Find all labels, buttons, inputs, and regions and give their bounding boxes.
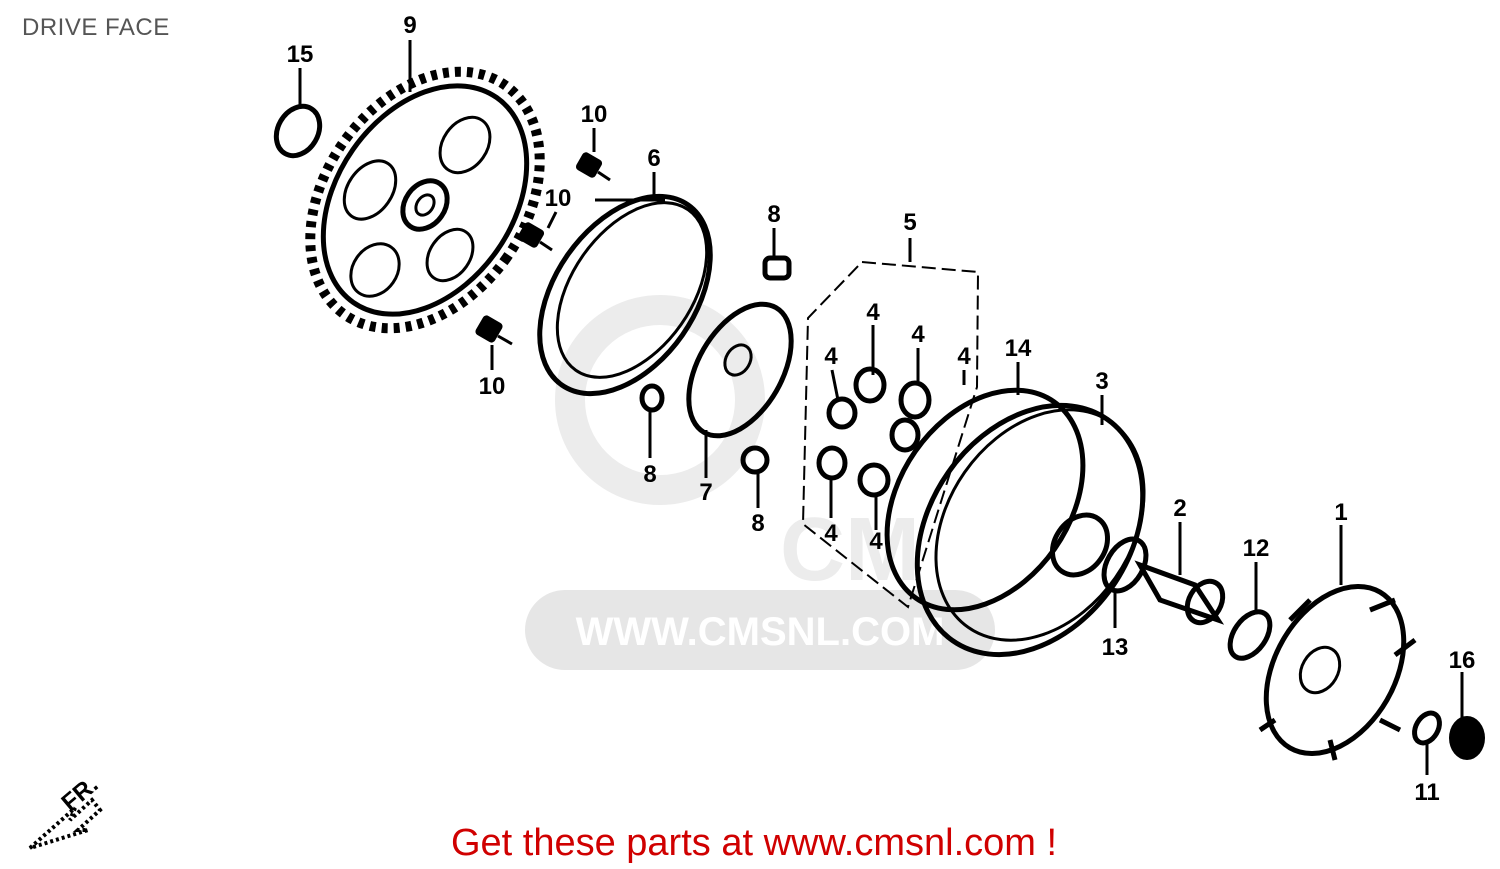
part-5-roller-set[interactable] (801, 260, 980, 609)
page-title: DRIVE FACE (22, 14, 170, 41)
part-2-collar[interactable] (1134, 560, 1230, 629)
callout-11: 11 (1414, 779, 1439, 806)
part-8-slider-left[interactable] (639, 383, 665, 413)
part-8-slider-bottom[interactable] (740, 445, 770, 475)
callout-4-f: 4 (869, 528, 883, 555)
part-11-washer[interactable] (1409, 709, 1444, 748)
callout-10-bottom: 10 (479, 373, 506, 400)
callout-16: 16 (1449, 647, 1476, 674)
callout-3: 3 (1095, 368, 1108, 395)
part-12-washer[interactable] (1222, 605, 1278, 666)
callout-2: 2 (1173, 495, 1186, 522)
callout-5: 5 (903, 209, 916, 236)
callout-4-d: 4 (957, 343, 971, 370)
svg-text:CM: CM (780, 500, 920, 600)
callout-10-middle: 10 (545, 185, 572, 212)
part-15-o-ring[interactable] (268, 98, 329, 163)
callout-9: 9 (403, 12, 416, 39)
part-13-seal[interactable] (1095, 532, 1154, 598)
part-10-bolt-middle[interactable] (516, 221, 553, 252)
callout-4-b: 4 (911, 321, 925, 348)
callout-12: 12 (1243, 535, 1270, 562)
callout-14: 14 (1005, 335, 1032, 362)
part-10-bolt-top[interactable] (574, 151, 611, 182)
part-8-slider-top[interactable] (762, 255, 792, 281)
callout-4-e: 4 (824, 520, 838, 547)
callout-1: 1 (1334, 499, 1347, 526)
callout-4-c: 4 (824, 343, 838, 370)
callout-8-top: 8 (767, 201, 780, 228)
part-16-nut[interactable] (1449, 716, 1485, 760)
callout-15: 15 (287, 41, 314, 68)
callout-10-top: 10 (581, 101, 608, 128)
callout-6: 6 (647, 145, 660, 172)
front-direction-label: FR. (57, 771, 104, 817)
part-6-cover[interactable] (505, 165, 746, 426)
callout-7: 7 (699, 479, 712, 506)
callout-8-left: 8 (643, 461, 656, 488)
part-9-drive-plate[interactable] (263, 28, 587, 372)
part-7-ramp-plate[interactable] (668, 287, 813, 454)
leader-lines (298, 40, 1464, 775)
part-3-movable-face[interactable] (871, 362, 1190, 698)
footer-link-text[interactable]: Get these parts at www.cmsnl.com ! (450, 822, 1058, 864)
callout-8-bottom: 8 (751, 510, 764, 537)
footer-promo-text[interactable]: Get these parts at www.cmsnl.com ! (0, 822, 1500, 865)
watermark-text: WWW.CMSNL.COM (576, 610, 945, 654)
callout-13: 13 (1102, 634, 1129, 661)
part-1-fan-drive-face[interactable] (1238, 562, 1432, 778)
part-10-bolt-bottom[interactable] (474, 314, 513, 346)
watermark: WWW.CMSNL.COM CM (525, 295, 995, 670)
callout-4-a: 4 (866, 299, 880, 326)
